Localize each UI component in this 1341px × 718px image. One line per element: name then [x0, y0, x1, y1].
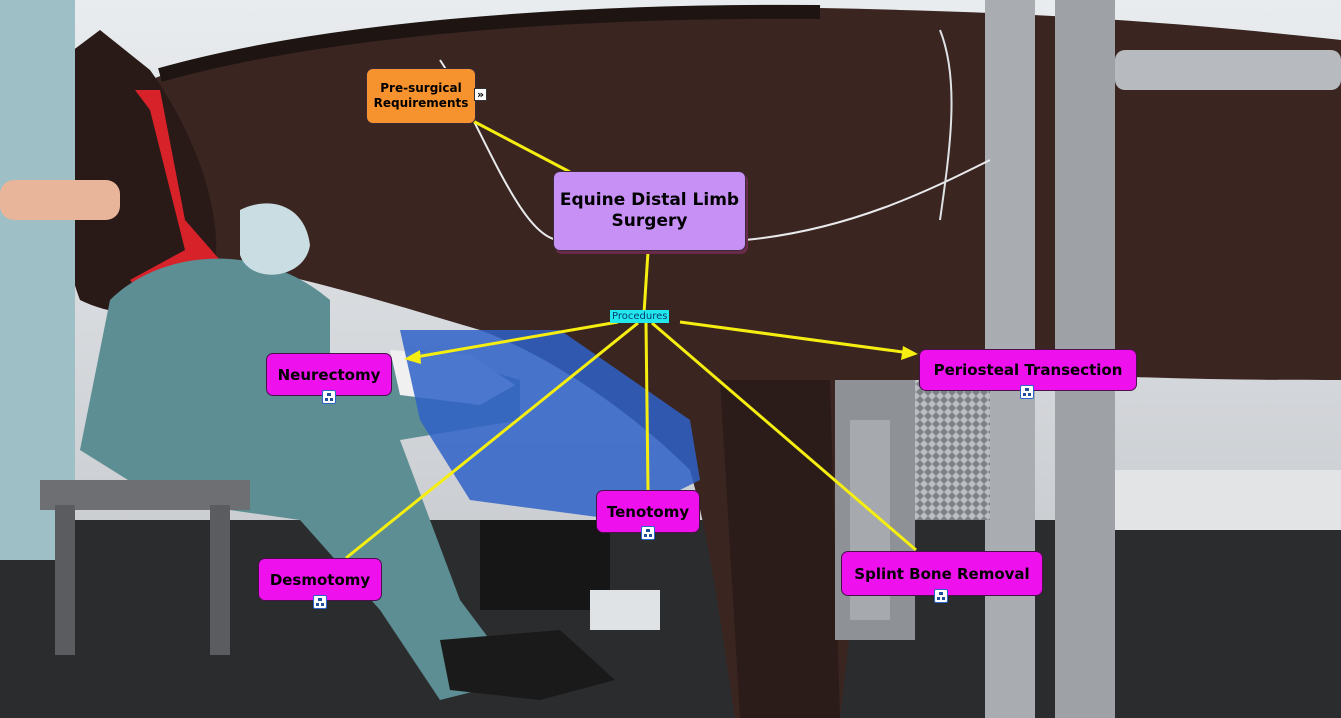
tenotomy-label: Tenotomy [606, 502, 690, 521]
horse-body [138, 7, 1341, 718]
floor [0, 520, 1341, 718]
main-topic-label: Equine Distal Limb Surgery [559, 190, 740, 231]
submap-icon[interactable] [641, 526, 655, 540]
connector-splint [651, 321, 917, 552]
pre-surgical-requirements-node[interactable]: Pre-surgical Requirements [366, 68, 476, 124]
pre-surgical-requirements-label: Pre-surgical Requirements [373, 81, 469, 110]
main-topic-node[interactable]: Equine Distal Limb Surgery [553, 171, 746, 251]
person-left [0, 0, 75, 560]
connector-neurectomy [409, 320, 619, 360]
submap-icon[interactable] [1020, 385, 1034, 399]
connector-desmotomy [345, 321, 639, 560]
arrowhead-periosteal [901, 346, 918, 360]
connector-requirements [472, 119, 571, 174]
expand-icon[interactable]: » [474, 88, 487, 101]
splint-bone-removal-label: Splint Bone Removal [854, 564, 1030, 583]
desmotomy-node[interactable]: Desmotomy [258, 558, 382, 601]
horse-head [58, 30, 217, 314]
tenotomy-node[interactable]: Tenotomy [596, 490, 700, 533]
connectors [345, 119, 917, 560]
periosteal-transection-node[interactable]: Periosteal Transection [919, 349, 1137, 391]
neurectomy-node[interactable]: Neurectomy [266, 353, 392, 396]
periosteal-transection-label: Periosteal Transection [933, 361, 1123, 379]
neurectomy-label: Neurectomy [277, 365, 381, 384]
submap-icon[interactable] [934, 589, 948, 603]
halter [130, 90, 220, 305]
link-label-procedures: Procedures [610, 310, 670, 323]
submap-icon[interactable] [313, 595, 327, 609]
arrowhead-neurectomy [404, 350, 421, 364]
connector-periosteal [679, 320, 911, 355]
submap-icon[interactable] [322, 390, 336, 404]
desmotomy-label: Desmotomy [269, 570, 371, 589]
connector-main-to-procedures [642, 251, 650, 314]
surgical-drapes [400, 330, 700, 520]
splint-bone-removal-node[interactable]: Splint Bone Removal [841, 551, 1043, 596]
connector-tenotomy [644, 322, 650, 491]
horse-leg [720, 380, 840, 718]
